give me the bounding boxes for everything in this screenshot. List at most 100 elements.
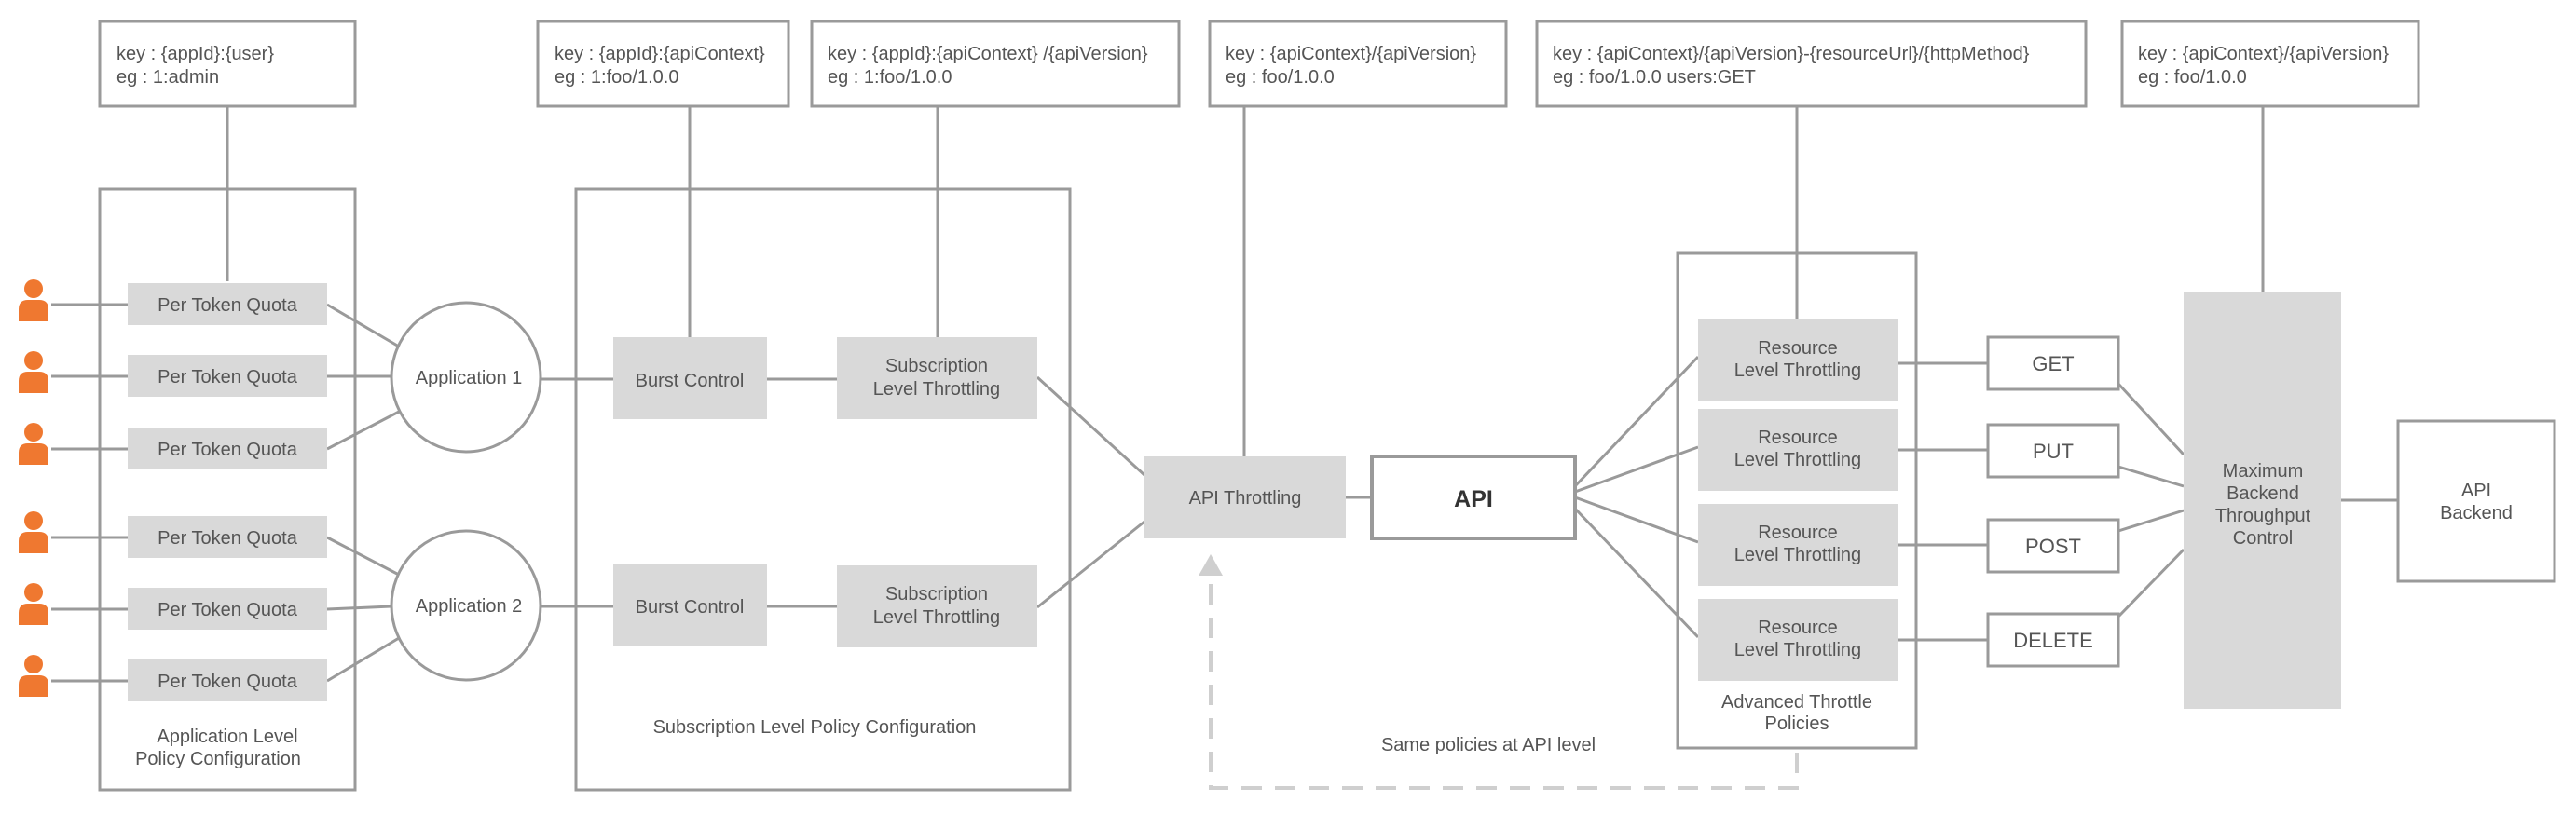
- method-backend-link: [2117, 548, 2185, 618]
- resource-throttling-label: Level Throttling: [1734, 360, 1861, 381]
- api-throttling-label: API Throttling: [1189, 488, 1302, 509]
- advanced-throttle-caption: Advanced Throttle: [1721, 692, 1872, 713]
- user-icon: [19, 351, 48, 393]
- same-policies-dashed-arrow: [1209, 573, 1799, 790]
- per-token-quota-label: Per Token Quota: [158, 295, 298, 316]
- per-token-quota: Per Token Quota: [128, 588, 327, 630]
- per-token-quota: Per Token Quota: [128, 283, 327, 325]
- application-2: Application 2: [390, 529, 542, 682]
- backend-control-label: Backend: [2227, 483, 2299, 504]
- key-example: eg : foo/1.0.0: [2138, 67, 2247, 88]
- advanced-throttle-frame: [1676, 251, 1918, 750]
- api-box: API: [1370, 455, 1577, 540]
- method-delete: DELETE: [1986, 612, 2120, 668]
- api-backend-label: Backend: [2440, 503, 2513, 523]
- key-line: key : {apiContext}/{apiVersion}: [1226, 44, 1476, 64]
- subscription-api-throttling-link: [1036, 520, 1145, 609]
- subscription-throttling-label: Subscription: [885, 584, 988, 605]
- quota-app-link: [326, 303, 400, 348]
- users: [19, 279, 48, 697]
- key-box-app-context: key : {appId}:{apiContext} eg : 1:foo/1.…: [536, 20, 790, 108]
- key-line: key : {appId}:{apiContext}: [555, 44, 765, 64]
- application-level-group: Application Level Policy Configuration: [98, 187, 357, 792]
- key-example: eg : foo/1.0.0: [1226, 67, 1335, 88]
- per-token-quota: Per Token Quota: [128, 659, 327, 701]
- quota-app-link: [326, 636, 400, 683]
- key-line: key : {apiContext}/{apiVersion}-{resourc…: [1553, 44, 2030, 64]
- subscription-level-frame: [574, 187, 1072, 792]
- subscription-level-caption: Subscription Level Policy Configuration: [653, 717, 977, 738]
- user-icon: [19, 511, 48, 553]
- resource-throttling-label: Level Throttling: [1734, 545, 1861, 565]
- key-line: key : {appId}:{apiContext} /{apiVersion}: [828, 44, 1148, 64]
- key-example: eg : 1:admin: [116, 67, 219, 88]
- burst-control-2: Burst Control: [613, 564, 767, 646]
- subscription-level-group: Subscription Level Policy Configuration: [574, 187, 1072, 792]
- api-resource-link: [1574, 445, 1699, 494]
- backend-control-label: Control: [2233, 528, 2293, 549]
- resource-throttling-2: Resource Level Throttling: [1698, 409, 1898, 491]
- per-token-quota-label: Per Token Quota: [158, 528, 298, 549]
- user-icon: [19, 583, 48, 625]
- resource-throttling-label: Resource: [1758, 428, 1838, 448]
- key-box-context-version: key : {apiContext}/{apiVersion} eg : foo…: [1208, 20, 1508, 108]
- application-1-label: Application 1: [416, 368, 523, 388]
- key-example: eg : 1:foo/1.0.0: [555, 67, 678, 88]
- api-resource-link: [1573, 355, 1700, 488]
- subscription-throttling-label: Subscription: [885, 356, 988, 376]
- resource-throttling-4: Resource Level Throttling: [1698, 599, 1898, 681]
- per-token-quota-label: Per Token Quota: [158, 672, 298, 692]
- user-icon: [19, 279, 48, 321]
- subscription-throttling-label: Level Throttling: [873, 607, 1000, 628]
- method-get: GET: [1986, 335, 2120, 391]
- application-level-frame: [98, 187, 357, 792]
- burst-control-1: Burst Control: [613, 337, 767, 419]
- per-token-quotas: Per Token Quota Per Token Quota Per Toke…: [128, 283, 327, 701]
- method-label: GET: [2032, 352, 2074, 375]
- backend-throughput-control: Maximum Backend Throughput Control: [2184, 292, 2341, 709]
- method-put: PUT: [1986, 423, 2120, 479]
- key-line: key : {appId}:{user}: [116, 44, 274, 64]
- subscription-throttling-label: Level Throttling: [873, 379, 1000, 400]
- per-token-quota: Per Token Quota: [128, 428, 327, 469]
- resource-throttling-1: Resource Level Throttling: [1698, 319, 1898, 401]
- burst-control-label: Burst Control: [636, 371, 745, 391]
- method-backend-link: [2117, 382, 2185, 456]
- per-token-quota: Per Token Quota: [128, 516, 327, 558]
- method-backend-link: [2117, 509, 2185, 533]
- resource-throttling-label: Level Throttling: [1734, 640, 1861, 660]
- method-label: POST: [2025, 535, 2081, 558]
- subscription-api-throttling-link: [1035, 375, 1146, 477]
- method-label: PUT: [2033, 440, 2074, 463]
- key-box-app-user: key : {appId}:{user} eg : 1:admin: [98, 20, 357, 108]
- key-box-app-context-version: key : {appId}:{apiContext} /{apiVersion}…: [810, 20, 1181, 108]
- key-box-resource: key : {apiContext}/{apiVersion}-{resourc…: [1535, 20, 2088, 108]
- quota-app-link: [326, 410, 400, 451]
- per-token-quota-label: Per Token Quota: [158, 440, 298, 460]
- method-post: POST: [1986, 518, 2120, 574]
- per-token-quota-label: Per Token Quota: [158, 600, 298, 620]
- burst-control-label: Burst Control: [636, 597, 745, 618]
- api-resource-link: [1573, 507, 1700, 639]
- quota-app-link: [326, 536, 400, 577]
- api-resource-link: [1574, 496, 1699, 544]
- same-policies-label: Same policies at API level: [1381, 735, 1596, 755]
- resource-throttling-label: Level Throttling: [1734, 450, 1861, 470]
- key-example: eg : foo/1.0.0 users:GET: [1553, 67, 1756, 88]
- backend-control-label: Maximum: [2223, 461, 2304, 482]
- quota-app-link: [326, 605, 392, 611]
- per-token-quota: Per Token Quota: [128, 355, 327, 397]
- advanced-throttle-group: Advanced Throttle Policies: [1676, 251, 1918, 750]
- api-backend: API Backend: [2396, 419, 2556, 583]
- user-icon: [19, 655, 48, 697]
- api-label: API: [1454, 486, 1493, 512]
- resource-throttling-label: Resource: [1758, 338, 1838, 359]
- key-example: eg : 1:foo/1.0.0: [828, 67, 952, 88]
- dashed-arrowhead-icon: [1199, 554, 1223, 576]
- resource-throttling-label: Resource: [1758, 618, 1838, 638]
- subscription-throttling-2: Subscription Level Throttling: [837, 565, 1037, 647]
- subscription-throttling-1: Subscription Level Throttling: [837, 337, 1037, 419]
- user-icon: [19, 423, 48, 465]
- method-backend-link: [2117, 465, 2185, 488]
